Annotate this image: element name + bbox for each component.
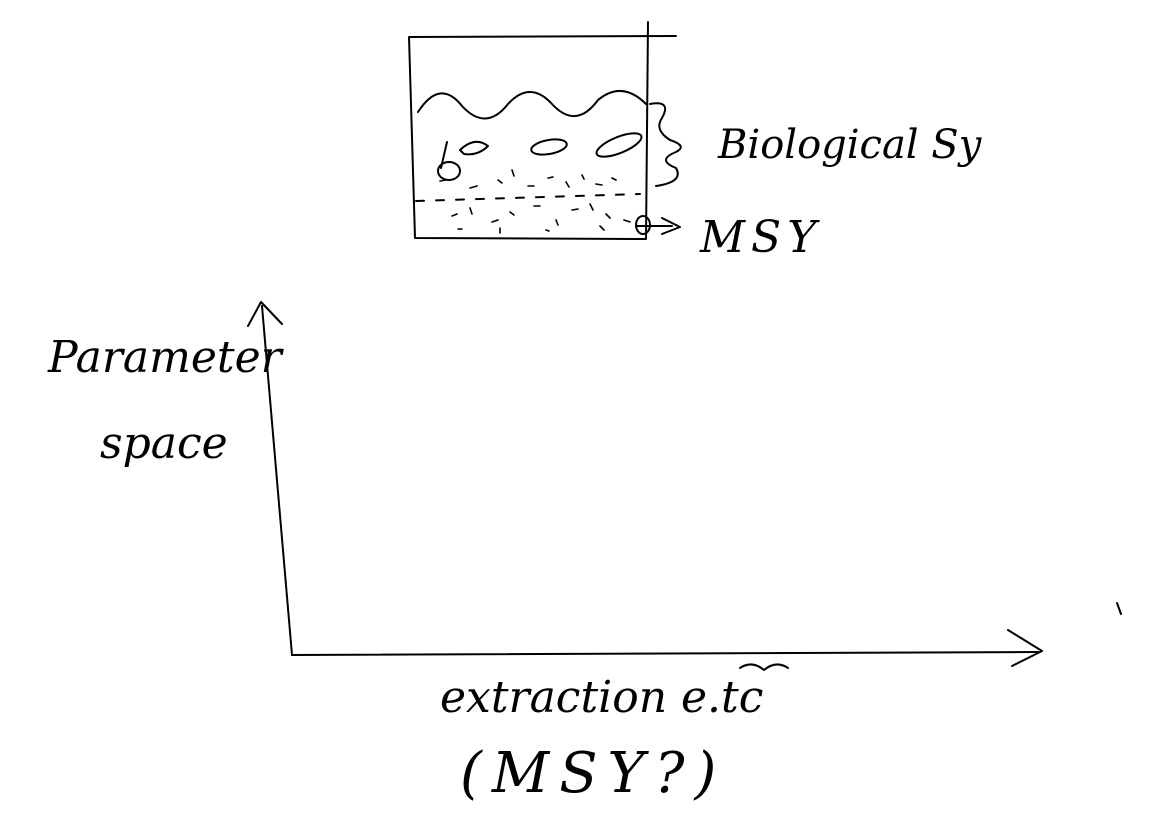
sediment-particles xyxy=(439,169,631,234)
axes-drawing xyxy=(247,301,1122,671)
y-axis-label-line2: space xyxy=(100,418,228,469)
tank-drawing xyxy=(408,21,682,240)
x-axis-label-line1: extraction e.tc xyxy=(440,672,763,723)
x-axis-label-line2: (MSY?) xyxy=(460,741,726,806)
x-axis xyxy=(291,651,1039,656)
organism-2 xyxy=(440,140,489,169)
y-axis xyxy=(261,305,293,656)
stray-mark xyxy=(1116,602,1122,615)
biological-brace xyxy=(649,102,682,187)
organism-4 xyxy=(595,132,643,158)
msy-label: MSY xyxy=(699,212,822,263)
organism-3 xyxy=(530,138,568,156)
organism-1 xyxy=(437,161,461,181)
water-surface-wave xyxy=(417,90,647,120)
tank-outline xyxy=(408,21,677,240)
msy-arrow xyxy=(635,217,681,235)
x-axis-arrowhead xyxy=(1007,629,1043,667)
biological-system-label: Biological Sy xyxy=(717,122,983,168)
y-axis-arrowhead xyxy=(247,301,283,327)
y-axis-label-line1: Parameter xyxy=(47,332,285,383)
crossed-out-scribble xyxy=(739,663,789,671)
sediment-line xyxy=(415,193,641,202)
